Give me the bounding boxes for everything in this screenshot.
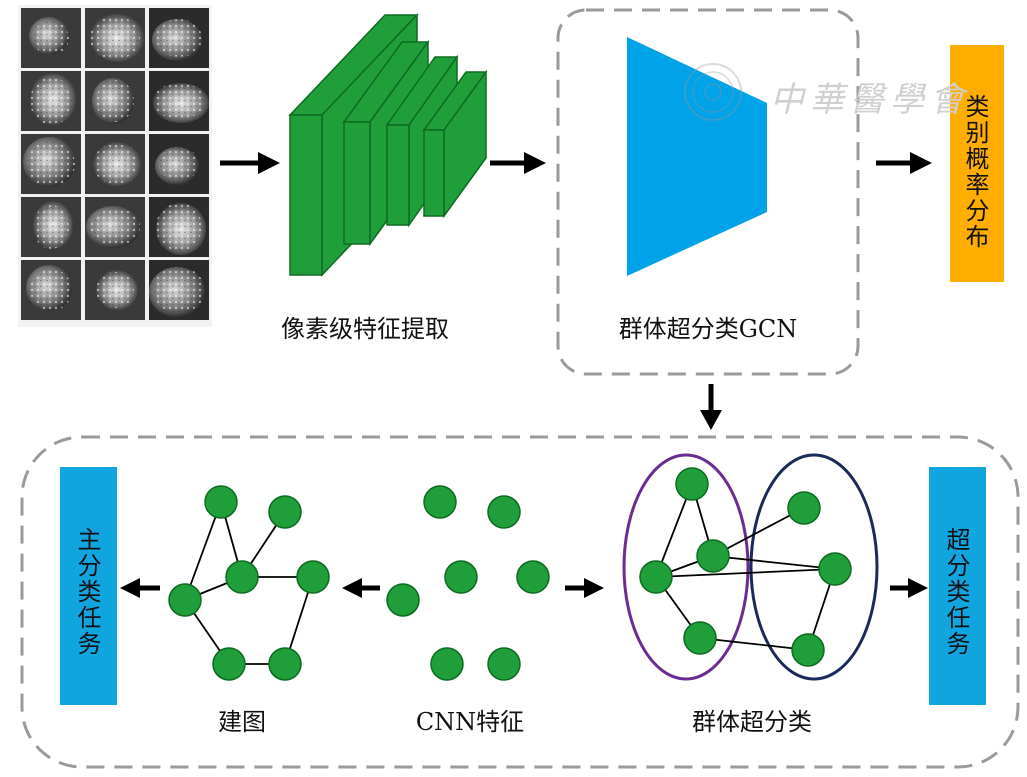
cnn-layer-block	[422, 69, 488, 219]
graph-node	[818, 552, 852, 586]
arrow-to-group-super-icon	[565, 578, 604, 598]
group-super-graph	[622, 453, 879, 681]
cell-image-icon	[149, 134, 209, 194]
arrow-to-main-task-icon	[120, 578, 160, 598]
cell-image-icon	[21, 197, 81, 257]
super-task-box	[929, 467, 986, 705]
graph-edge	[655, 568, 836, 578]
graph-edge	[712, 555, 836, 570]
cnn-features-label: CNN特征	[416, 708, 524, 736]
cell-image-icon	[21, 71, 81, 131]
graph-node	[639, 560, 673, 594]
seal-icon	[684, 63, 742, 121]
graph-node	[268, 495, 302, 529]
cell-image-icon	[85, 71, 145, 131]
graph-node	[204, 485, 238, 519]
build-graph-label: 建图	[218, 708, 266, 736]
cell-image-icon	[149, 8, 209, 68]
graph-node	[168, 583, 202, 617]
graph-node	[683, 621, 717, 655]
cell-image-icon	[149, 197, 209, 257]
graph-node	[487, 495, 521, 529]
cell-image-icon	[149, 260, 209, 320]
arrow-to-super-task-icon	[890, 578, 928, 598]
arrow-to-output-icon	[876, 152, 932, 174]
arrow-to-build-graph-icon	[342, 578, 380, 598]
build-graph	[168, 485, 330, 681]
cell-image-icon	[85, 8, 145, 68]
cell-image-icon	[85, 197, 145, 257]
gcn-dashed-box	[556, 8, 860, 376]
group-ellipse-right	[749, 453, 879, 681]
gcn-trapezoid	[627, 37, 767, 276]
arrow-to-cnn-icon	[220, 152, 280, 174]
arrow-down-icon	[700, 384, 722, 430]
group-super-label: 群体超分类	[692, 708, 812, 736]
graph-node	[268, 647, 302, 681]
output-box	[950, 45, 1004, 282]
graph-node	[225, 560, 259, 594]
arrow-to-gcn-icon	[490, 152, 546, 174]
graph-node	[444, 560, 478, 594]
super-task-label: 超分类任务	[942, 527, 970, 657]
graph-node	[296, 560, 330, 594]
cell-image-icon	[85, 134, 145, 194]
graph-edge	[184, 501, 222, 601]
cell-image-icon	[21, 260, 81, 320]
cell-image-icon	[149, 71, 209, 131]
gcn-label: 群体超分类GCN	[619, 315, 798, 343]
watermark-text: 中華醫學會	[770, 80, 970, 120]
cell-image-icon	[21, 134, 81, 194]
graph-node	[675, 467, 709, 501]
graph-node	[423, 485, 457, 519]
main-task-label: 主分类任务	[73, 527, 101, 657]
cell-image-grid	[18, 5, 212, 327]
cnn-feature-nodes	[386, 485, 550, 681]
cnn-label: 像素级特征提取	[281, 315, 449, 343]
main-task-box	[60, 467, 117, 705]
graph-node	[212, 647, 246, 681]
graph-node	[516, 560, 550, 594]
group-ellipse-left	[622, 453, 750, 681]
graph-node	[386, 583, 420, 617]
cnn-feature-extractor	[288, 13, 488, 277]
graph-edge	[699, 637, 809, 651]
graph-node	[487, 647, 521, 681]
graph-node	[430, 647, 464, 681]
cell-image-icon	[85, 260, 145, 320]
output-label: 类别概率分布	[961, 94, 989, 250]
graph-edge	[712, 507, 805, 557]
bottom-dashed-box	[20, 435, 1020, 769]
graph-node	[791, 633, 825, 667]
cell-image-icon	[21, 8, 81, 68]
graph-node	[696, 539, 730, 573]
graph-node	[787, 491, 821, 525]
